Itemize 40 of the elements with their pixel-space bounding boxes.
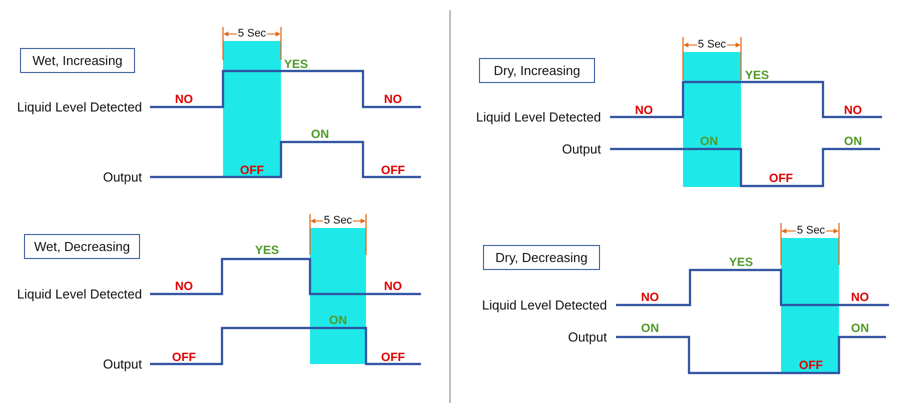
signal-name: Liquid Level Detected: [482, 298, 607, 312]
state-label: OFF: [381, 351, 405, 363]
state-label: YES: [255, 244, 279, 256]
state-label: OFF: [769, 172, 793, 184]
state-label: ON: [641, 322, 659, 334]
state-label: NO: [635, 104, 653, 116]
case-label-box: Dry, Increasing: [479, 58, 595, 83]
signal-name: Output: [568, 330, 607, 344]
case-label-box: Wet, Increasing: [20, 48, 135, 73]
state-label: NO: [851, 291, 869, 303]
state-label: YES: [284, 58, 308, 70]
state-label: YES: [745, 69, 769, 81]
state-label: NO: [844, 104, 862, 116]
state-label: ON: [329, 314, 347, 326]
state-label: NO: [641, 291, 659, 303]
signal-name: Output: [102, 170, 142, 184]
signal-name: Output: [102, 358, 142, 370]
signal-name: Liquid Level Detected: [16, 288, 142, 300]
duration-label: 5 Sec: [796, 226, 826, 236]
case-label-box: Wet, Decreasing: [24, 234, 140, 259]
state-label: NO: [384, 280, 402, 292]
state-label: OFF: [172, 351, 196, 363]
state-label: OFF: [240, 164, 264, 176]
case-label-box: Dry, Decreasing: [483, 245, 600, 270]
state-label: ON: [311, 128, 329, 140]
state-label: ON: [844, 135, 862, 147]
state-label: OFF: [381, 164, 405, 176]
signal-name: Liquid Level Detected: [16, 100, 142, 114]
state-label: NO: [384, 93, 402, 105]
state-label: ON: [851, 322, 869, 334]
signal-name: Liquid Level Detected: [476, 110, 601, 124]
state-label: NO: [175, 280, 193, 292]
duration-label: 5 Sec: [322, 216, 354, 226]
state-label: ON: [700, 135, 718, 147]
state-label: NO: [175, 93, 193, 105]
signal-name: Output: [562, 142, 601, 156]
duration-label: 5 Sec: [236, 28, 268, 40]
duration-label: 5 Sec: [696, 40, 728, 50]
state-label: YES: [729, 256, 753, 268]
state-label: OFF: [799, 359, 823, 371]
